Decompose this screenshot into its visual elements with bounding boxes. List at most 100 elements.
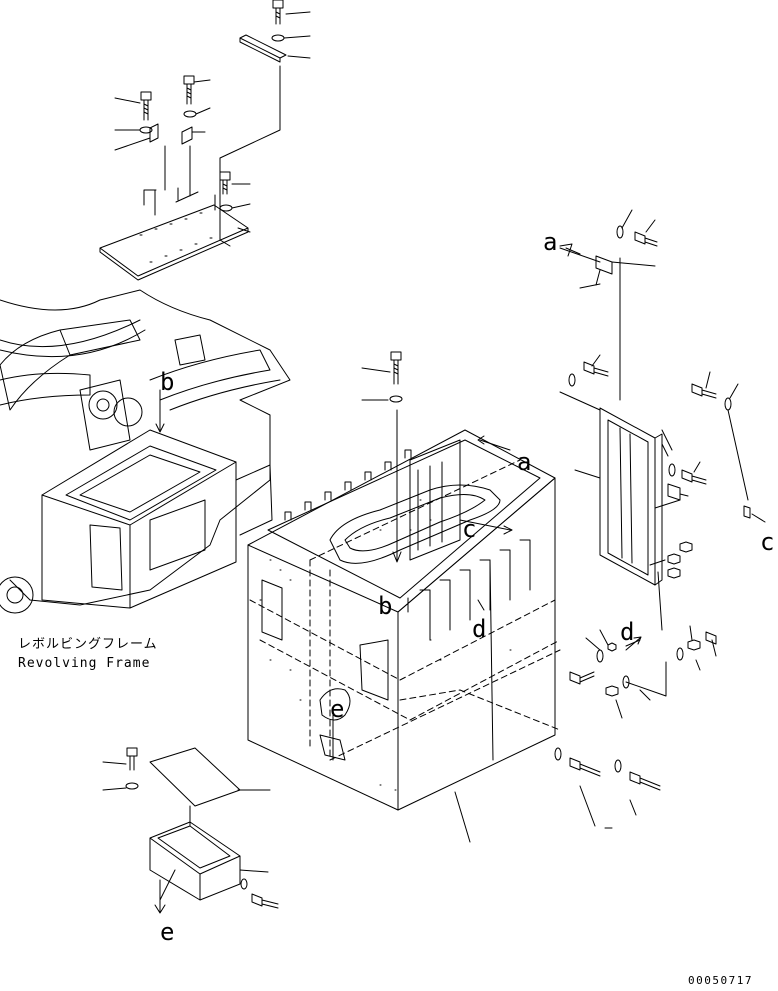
frame-window [89,499,206,591]
arrow-a-top [559,243,581,257]
washer-15 [125,782,139,790]
washer-14 [614,759,622,773]
box-internal-cells [409,439,461,561]
box-notches [284,449,412,521]
callout-d-right: d [620,618,635,646]
document-number: 00050717 [688,974,753,987]
frame-deck [41,429,237,526]
frame-arrow-b [155,389,165,433]
bolt-6 [634,231,658,247]
square-nut [667,483,681,501]
washer-11 [676,647,684,661]
nut-5 [605,685,619,697]
washer-12 [622,675,630,689]
frame-pin [88,390,118,420]
frame-bottom-ring-inner [6,586,24,604]
frame-label-japanese: レボルビングフレーム [18,637,158,652]
frame-body-top [0,289,291,606]
washer-9 [668,463,676,477]
leaders-upper [114,79,251,233]
leaders-bottom-right [579,785,637,829]
upper-cover-holes [139,212,213,263]
bolt-11 [705,631,717,645]
washer-5 [389,395,403,403]
clip-bracket [595,255,613,286]
washer-4 [271,34,285,42]
bracket-1 [149,123,159,143]
bolt-5 [390,351,402,385]
bolt-14 [126,747,138,771]
box-dots [259,499,512,791]
central-box [247,351,561,843]
assembly-lines-upper [143,145,216,216]
leaders-bottom [585,625,717,719]
callout-b-box: b [378,592,393,620]
box-seam [477,559,494,761]
arrow-a-box [477,435,511,451]
arrow-d [625,636,642,651]
leaders-clip [559,209,656,401]
bolt-8 [691,383,717,399]
nut-1 [667,553,681,565]
box-opening-inner [344,494,486,552]
box-window-right [359,639,389,701]
washer-3 [219,204,233,212]
callout-a-box: a [517,448,532,476]
side-plate-slot [619,427,633,564]
bolt-15 [251,893,279,909]
top-bracket [239,34,287,63]
bolt-4 [272,0,284,25]
washer-8 [724,397,732,411]
bolt-2 [183,75,195,105]
small-box-assembly [102,747,279,914]
small-clip-c [743,505,751,519]
frame-box [41,461,237,609]
box-top [247,429,556,613]
callout-e-small: e [160,918,175,946]
leaders-bolt-5 [361,367,402,563]
leaders-small-box [102,761,271,914]
leaders-nuts [649,559,666,631]
small-cover [149,747,241,807]
box-right [397,477,556,811]
nut-3 [667,567,681,579]
bolt-7 [583,361,609,377]
box-top-rim [267,439,541,599]
box-hidden-lines [249,459,561,761]
frame-boss [79,379,131,451]
callout-a-top: a [543,228,558,256]
box-front [247,544,399,811]
washer-16 [240,878,248,890]
washer-6 [616,225,624,239]
upper-cover-assembly [99,75,251,281]
box-window-left [261,579,283,641]
upper-cover-plate [99,204,249,281]
revolving-frame [0,289,291,614]
callout-c-box: c [462,515,477,543]
frame-beam [0,319,141,411]
small-box [149,821,241,901]
top-bracket-assembly [219,0,311,247]
leaders-top [219,11,311,247]
bracket-2 [181,126,193,145]
frame-bottom-ring [0,576,34,614]
frame-hoses [0,319,281,411]
small-nut [607,642,617,652]
frame-cylinder [0,372,91,406]
callout-c-right: c [760,528,775,556]
callout-e-box: e [330,695,345,723]
box-opening [329,484,501,564]
box-leader [454,791,471,843]
nut-4 [687,639,701,651]
callout-b-frame: b [160,368,175,396]
bolt-1 [140,91,152,121]
frame-pin-inner [96,398,110,412]
washer-10 [596,649,604,663]
bolt-12 [569,757,601,777]
bolt-9 [681,469,707,485]
frame-label-english: Revolving Frame [18,656,151,671]
box-partitions [407,539,531,641]
small-box-inner [157,825,231,869]
side-plate-assembly [554,209,766,829]
bolt-10 [569,671,595,685]
